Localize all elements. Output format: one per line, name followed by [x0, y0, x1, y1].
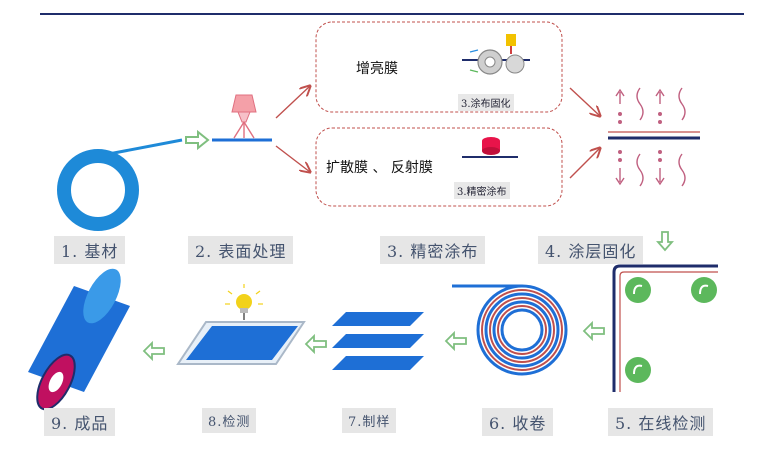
step-1-label: 1. 基材	[54, 236, 126, 264]
arrow-diffusion-to-curing	[569, 148, 600, 179]
flow-arrow-6-7	[444, 330, 467, 352]
step-5-label: 5. 在线检测	[608, 408, 714, 436]
step-2-label: 2. 表面处理	[188, 236, 294, 264]
step-8-label: 8.检测	[202, 408, 257, 433]
surface-treatment-illustration	[212, 94, 272, 142]
precision-coating-sublabel: 3.精密涂布	[454, 182, 510, 199]
base-material-roll	[57, 138, 183, 231]
coating-curing-label: 3.涂布固化	[458, 94, 514, 111]
step-9-label: 9. 成品	[44, 408, 116, 436]
precision-coating-illustration	[462, 137, 518, 158]
finished-product-roll	[28, 268, 130, 411]
flow-arrow-7-8	[304, 333, 327, 355]
arrow-to-diffusion-film	[275, 145, 310, 172]
rewinding-roll	[452, 284, 568, 376]
step-7-label: 7.制样	[342, 408, 397, 433]
arrow-to-brightness-film	[275, 86, 310, 119]
arrow-brightness-to-curing	[569, 87, 600, 116]
inline-inspection-illustration	[612, 264, 718, 392]
flow-arrow-4-5	[656, 231, 674, 252]
flow-arrow-1-2	[185, 129, 210, 151]
diffusion-reflective-film-label: 扩散膜 、 反射膜	[326, 160, 433, 176]
brightness-film-label: 增亮膜	[356, 61, 398, 77]
inspection-panel	[176, 284, 306, 365]
sample-sheets	[332, 312, 424, 370]
flow-arrow-8-9	[142, 340, 165, 362]
curing-illustration	[608, 87, 700, 187]
step-3-label: 3. 精密涂布	[380, 236, 486, 264]
coating-curing-illustration	[462, 34, 530, 75]
step-6-label: 6. 收卷	[482, 408, 554, 436]
step-4-label: 4. 涂层固化	[538, 236, 644, 264]
branch-box-brightness	[315, 21, 563, 113]
flow-arrow-5-6	[582, 320, 605, 342]
